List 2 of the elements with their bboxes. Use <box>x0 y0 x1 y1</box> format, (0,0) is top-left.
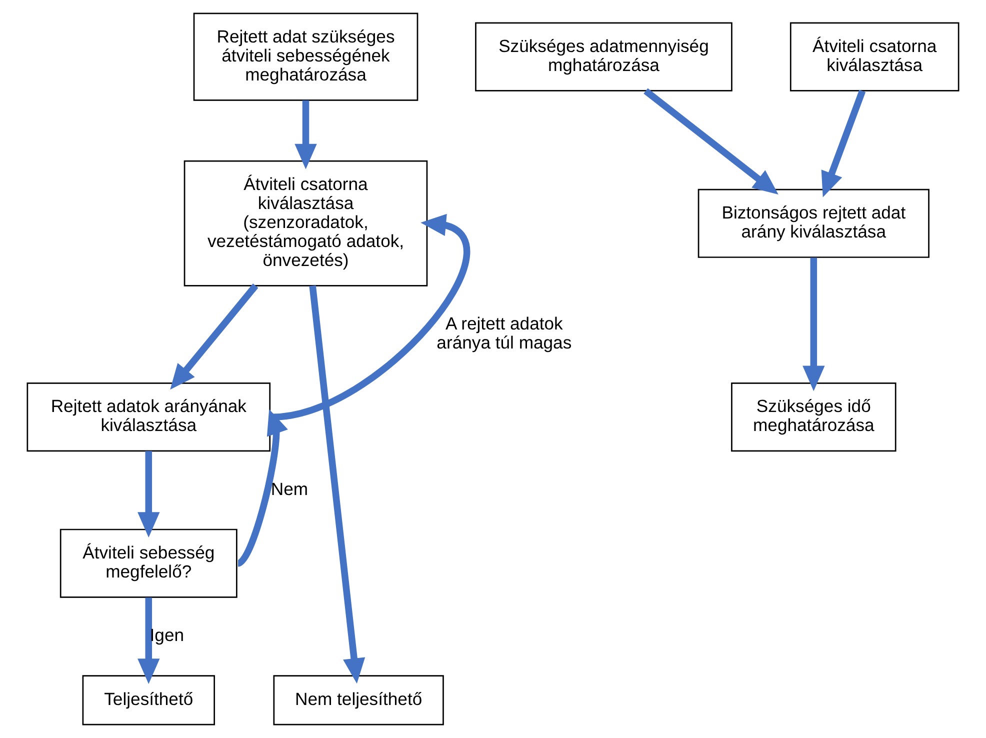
edge-label: Nem <box>270 478 308 499</box>
edge-label: A rejtett adatok aránya túl magas <box>436 314 572 353</box>
